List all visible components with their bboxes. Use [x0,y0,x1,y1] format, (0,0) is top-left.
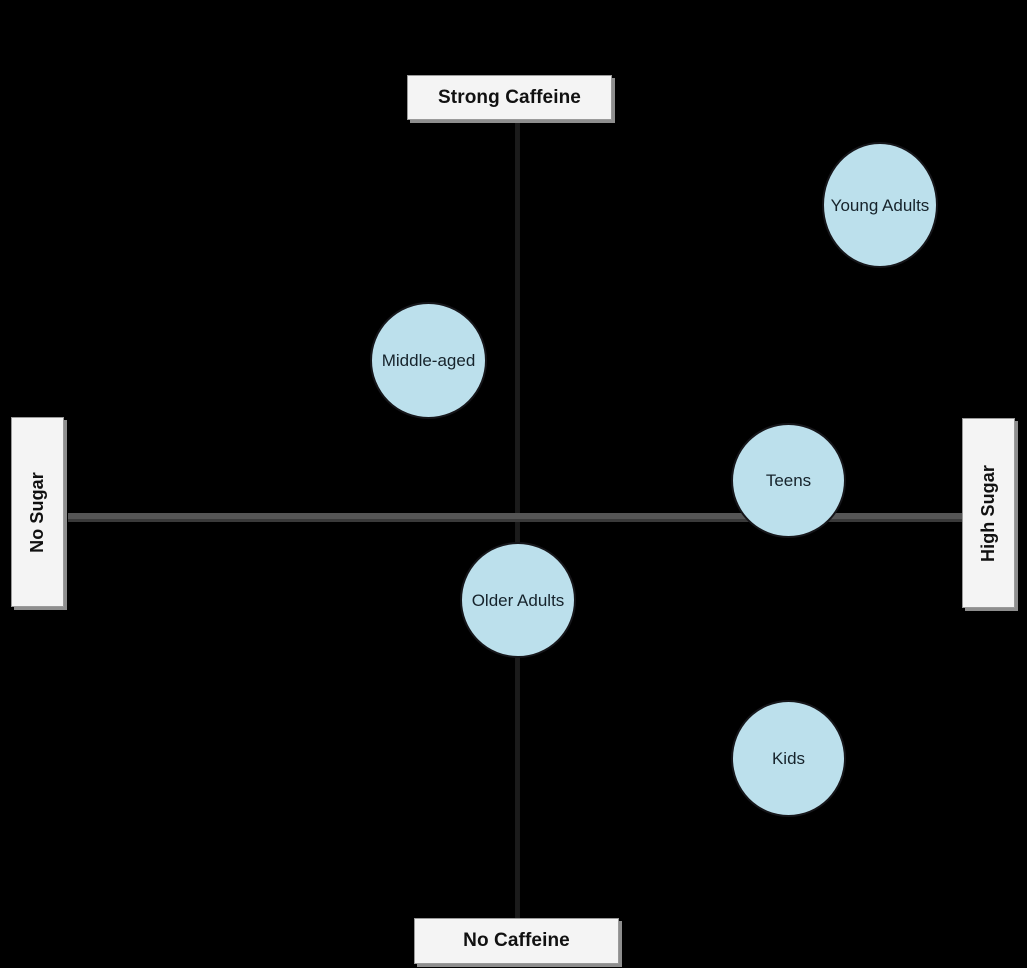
axis-label-high-sugar-text: High Sugar [978,464,999,562]
axis-label-no-sugar-text: No Sugar [27,471,47,553]
axis-label-strong-caffeine[interactable]: Strong Caffeine [407,75,612,120]
bubble-young-adults[interactable]: Young Adults [822,142,938,268]
bubble-older-adults[interactable]: Older Adults [460,542,576,658]
axis-label-strong-caffeine-text: Strong Caffeine [438,86,581,108]
axis-label-no-caffeine[interactable]: No Caffeine [414,918,619,964]
bubble-kids[interactable]: Kids [731,700,846,817]
bubble-young-adults-label: Young Adults [830,195,930,215]
bubble-teens-label: Teens [765,471,812,490]
bubble-older-adults-label: Older Adults [471,590,565,610]
axis-label-high-sugar[interactable]: High Sugar [962,418,1015,608]
axis-label-no-sugar[interactable]: No Sugar [11,417,64,607]
axis-label-no-caffeine-text: No Caffeine [463,930,570,951]
bubble-middle-aged-label: Middle-aged [381,351,476,370]
bubble-teens[interactable]: Teens [731,423,846,538]
bubble-kids-label: Kids [771,749,806,768]
horizontal-axis-line [68,513,968,522]
bubble-middle-aged[interactable]: Middle-aged [370,302,487,419]
